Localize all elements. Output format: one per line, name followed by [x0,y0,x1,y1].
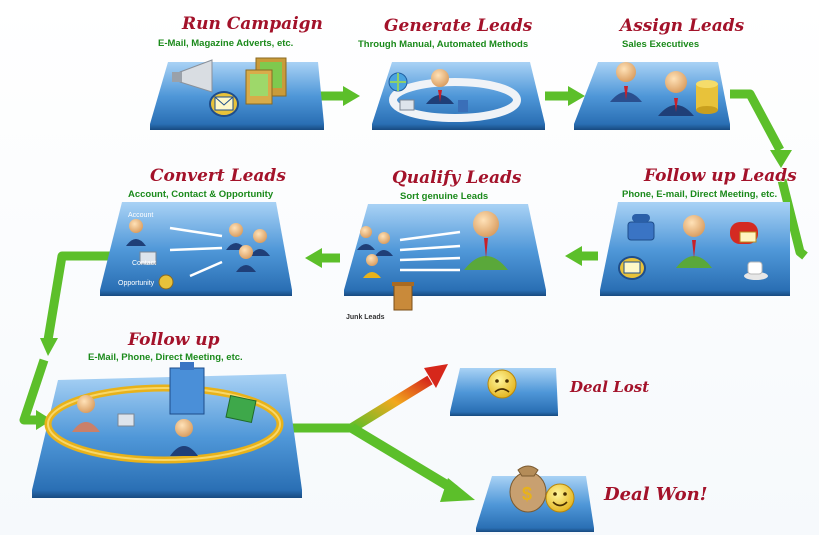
poster-icon [245,57,287,105]
convert-label-account: Account [128,212,154,219]
people-group-icon [226,223,270,272]
businessman-icon [610,62,642,102]
arrowhead-2 [568,86,585,106]
tile-convert-leads [100,202,292,296]
arrowhead-1 [343,86,360,106]
businessman-icon [464,211,508,270]
sad-face-icon [487,369,517,399]
arrowhead-3 [770,150,792,168]
tile-deal-won: $ [476,465,594,532]
tile-deal-lost [450,368,558,416]
database-icon [696,80,718,114]
trash-bin-icon [392,282,414,311]
document-icon [117,413,135,427]
tile-generate-leads [372,62,545,130]
step-subtitle-run-campaign: E-Mail, Magazine Adverts, etc. [158,38,294,49]
arrow-left-connector [19,358,49,425]
arrowhead-won [440,478,475,502]
sorting-arrows-icon [399,230,461,272]
building-icon [169,362,205,415]
step-subtitle-generate-leads: Through Manual, Automated Methods [358,39,529,50]
money-bag-icon [158,274,174,290]
tile-follow-up-leads [600,202,790,296]
businessman-icon [676,215,712,268]
tile-assign-leads [574,62,730,130]
arrow-assign-to-followup [730,89,784,153]
computer-icon [399,99,415,111]
tile-follow-up [32,362,302,498]
step-title-convert-leads: Convert Leads [150,166,286,186]
step-title-assign-leads: Assign Leads [620,16,745,36]
step-title-qualify-leads: Qualify Leads [392,168,522,188]
businessman-icon [426,69,454,104]
deal-lost-label: Deal Lost [570,378,650,396]
phone-icon [627,214,655,241]
step-subtitle-assign-leads: Sales Executives [622,39,700,50]
businessman-icon [170,419,198,456]
arrowhead-4 [565,246,582,266]
ring-icon [389,78,521,122]
arrowhead-5 [305,248,322,268]
people-group-icon [357,226,393,278]
step-title-run-campaign: Run Campaign [182,14,323,34]
step-subtitle-follow-up: E-Mail, Phone, Direct Meeting, etc. [88,352,243,363]
deal-won-label: Deal Won! [604,484,708,505]
arrowhead-7 [36,410,52,430]
conversion-arrows-icon [169,226,223,278]
arrow-to-deal-won [349,423,458,495]
globe-icon [388,72,408,92]
svg-text:$: $ [522,484,532,504]
document-icon [458,100,468,112]
email-icon [618,256,646,280]
arrowheads [36,86,792,430]
happy-face-icon [545,483,575,513]
step-subtitle-convert-leads: Account, Contact & Opportunity [128,189,274,200]
convert-label-contact: Contact [132,260,157,267]
businessman-icon [658,71,694,116]
mailbox-icon [730,222,758,244]
step-subtitle-follow-up-leads: Phone, E-mail, Direct Meeting, etc. [622,189,778,200]
businessman-icon [126,219,146,246]
coffee-cup-icon [744,261,768,280]
step-title-generate-leads: Generate Leads [384,16,533,36]
tile-run-campaign [150,57,324,130]
arrow-to-deal-lost [349,375,433,433]
email-icon [209,91,239,117]
arrow-convert-to-followup [43,251,110,341]
money-icon [225,394,257,424]
contact-card-icon [139,251,157,265]
businesswoman-icon [72,395,100,432]
arrowhead-lost [424,364,448,388]
convert-label-opportunity: Opportunity [118,280,155,287]
step-subtitle-qualify-leads: Sort genuine Leads [400,191,489,202]
step-title-follow-up-leads: Follow up Leads [644,166,797,186]
tile-qualify-leads [344,204,546,311]
money-bag-icon: $ [509,465,547,513]
megaphone-icon [172,59,213,93]
step-title-follow-up: Follow up [128,330,220,350]
junk-leads-label: Junk Leads [346,314,385,321]
arrowhead-6 [40,338,58,356]
